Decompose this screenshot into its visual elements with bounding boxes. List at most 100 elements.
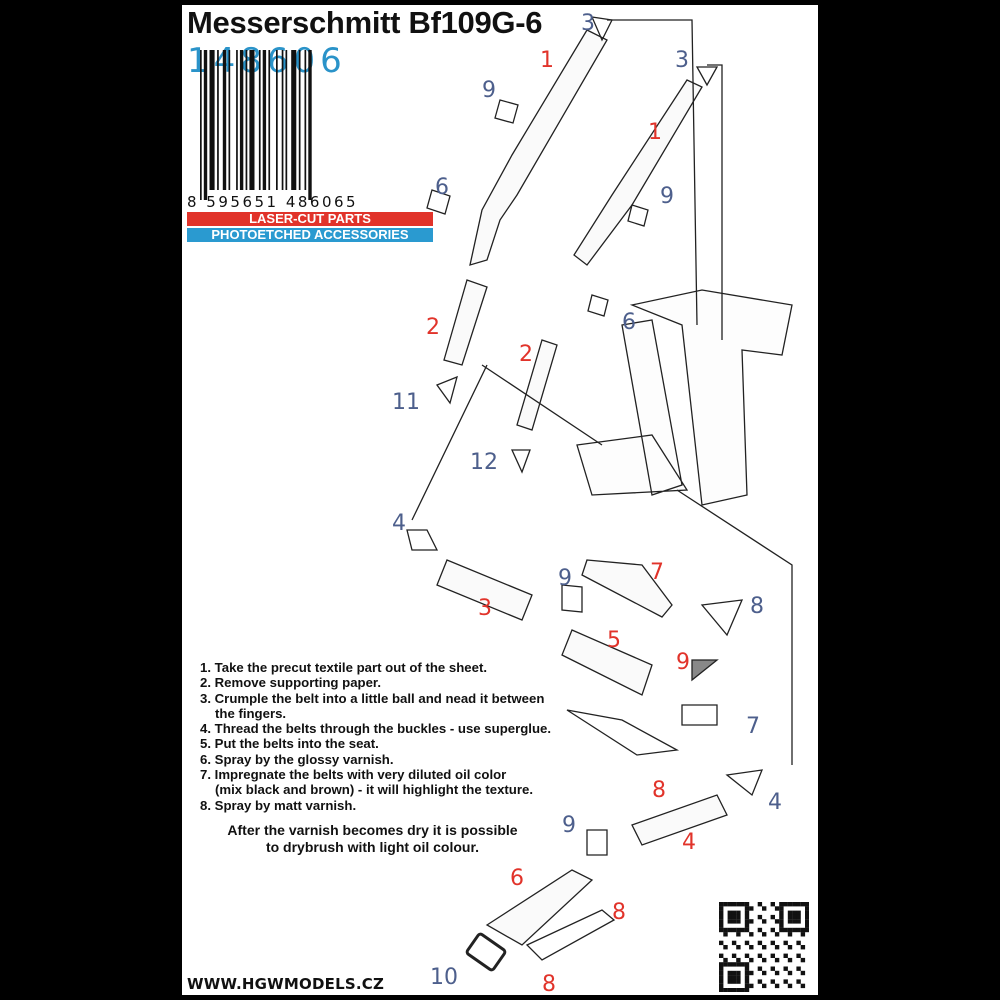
instruction-step: 5. Put the belts into the seat. [200, 736, 379, 752]
note-line: to drybrush with light oil colour. [265, 839, 480, 855]
buckle-8 [700, 599, 744, 637]
barcode-bar [228, 50, 231, 190]
part-number-label: 8 [612, 900, 626, 925]
instruction-step: 8. Spray by matt varnish. [200, 797, 357, 813]
barcode-bar [308, 50, 312, 200]
part-number-label: 3 [675, 48, 689, 73]
part-number-label: 11 [392, 390, 420, 415]
barcode-bar [217, 50, 219, 190]
buckle-3-top [590, 16, 613, 42]
pad-8-low [525, 909, 616, 961]
part-number-label: 12 [470, 450, 498, 475]
instruction-step: 1. Take the precut textile part out of t… [200, 660, 488, 675]
part-number-label: 3 [478, 596, 492, 621]
part-number-label: 5 [607, 628, 621, 653]
barcode-bar [285, 50, 288, 190]
barcode-bar [291, 50, 297, 190]
buckle-10 [465, 932, 507, 972]
photoetched-tag: PHOTOETCHED ACCESSORIES [187, 228, 433, 242]
barcode-bar [304, 50, 307, 190]
buckle-9-mid [561, 584, 583, 613]
part-number-label: 8 [750, 594, 764, 619]
instruction-step: 3. Crumple the belt into a little ball a… [200, 690, 545, 706]
instruction-sheet: Messerschmitt Bf109G-6 148606 8 595651 4… [182, 5, 818, 997]
instruction-step: (mix black and brown) - it will highligh… [215, 782, 533, 798]
barcode-bar [203, 50, 208, 200]
belt-7 [581, 559, 673, 618]
buckle-9-left [494, 99, 519, 124]
qr-code[interactable] [719, 902, 809, 992]
page-title: Messerschmitt Bf109G-6 [187, 5, 543, 40]
part-number-label: 9 [562, 813, 576, 838]
buckle-3-right [695, 66, 719, 87]
laser-cut-tag: LASER-CUT PARTS [187, 212, 433, 226]
barcode-bar [298, 50, 301, 190]
instruction-list: 1. Take the precut textile part out of t… [200, 660, 551, 813]
pad-8-mid [566, 709, 680, 756]
part-number-label: 8 [542, 972, 556, 997]
part-number-label: 2 [519, 342, 533, 367]
buckle-6-left [426, 189, 451, 215]
part-number-label: 9 [660, 184, 674, 209]
buckle-4-left [406, 529, 439, 551]
buckle-9-right [627, 204, 649, 227]
note-line: After the varnish becomes dry it is poss… [227, 822, 518, 838]
part-number-label: 4 [682, 830, 696, 855]
part-number-label: 10 [430, 965, 458, 990]
barcode [200, 50, 312, 200]
barcode-bar [249, 50, 255, 190]
belt-4 [631, 794, 728, 846]
part-number-label: 8 [652, 778, 666, 803]
part-number-label: 4 [768, 790, 782, 815]
barcode-bar [245, 50, 248, 190]
buckle-6-right [587, 294, 609, 317]
part-number-label: 3 [581, 11, 595, 36]
buckle-7 [681, 704, 718, 726]
guide-lines [411, 19, 793, 765]
part-number-label: 6 [510, 866, 524, 891]
instruction-step: 4. Thread the belts through the buckles … [200, 721, 551, 737]
barcode-bar [239, 50, 244, 190]
barcode-bar [222, 50, 227, 190]
buckle-11 [435, 375, 458, 405]
seat [576, 289, 793, 506]
barcode-bar [268, 50, 271, 190]
assembly-drawing [406, 16, 793, 972]
part-number-label: 1 [648, 120, 662, 145]
barcode-bar [281, 50, 284, 190]
belt-1-right [573, 79, 703, 266]
belt-5 [561, 629, 653, 696]
part-number-label: 6 [622, 310, 636, 335]
barcode-bar [209, 50, 215, 190]
instruction-step: 6. Spray by the glossy varnish. [200, 751, 394, 767]
buckle-9-red [691, 659, 719, 682]
part-number-label: 9 [558, 566, 572, 591]
part-number-label: 7 [650, 560, 664, 585]
drybrush-note: After the varnish becomes dry it is poss… [200, 822, 545, 856]
instruction-step: the fingers. [215, 705, 287, 721]
part-number-label: 6 [435, 175, 449, 200]
part-number-label: 2 [426, 315, 440, 340]
belt-2-right [516, 339, 558, 431]
buckle-4-right [725, 769, 764, 797]
part-number-label: 1 [540, 48, 554, 73]
belt-1-left [469, 29, 608, 266]
barcode-bar [236, 50, 238, 190]
part-number-label: 9 [482, 78, 496, 103]
belt-3 [436, 559, 533, 621]
part-number-label: 7 [746, 714, 760, 739]
barcode-bar [258, 50, 261, 190]
belt-6 [485, 869, 594, 946]
instruction-step: 2. Remove supporting paper. [200, 675, 381, 691]
buckle-9-low [586, 829, 608, 856]
barcode-bar [276, 50, 278, 190]
instruction-step: 7. Impregnate the belts with very dilute… [200, 767, 507, 783]
belt-2-left [443, 279, 488, 366]
part-number-label: 4 [392, 511, 406, 536]
part-number-label: 9 [676, 650, 690, 675]
website-link[interactable]: WWW.HGWMODELS.CZ [187, 975, 385, 993]
barcode-bar [262, 50, 267, 190]
barcode-bar [200, 50, 202, 200]
buckle-12 [510, 449, 531, 474]
barcode-digits: 8 595651 486065 [187, 193, 359, 211]
